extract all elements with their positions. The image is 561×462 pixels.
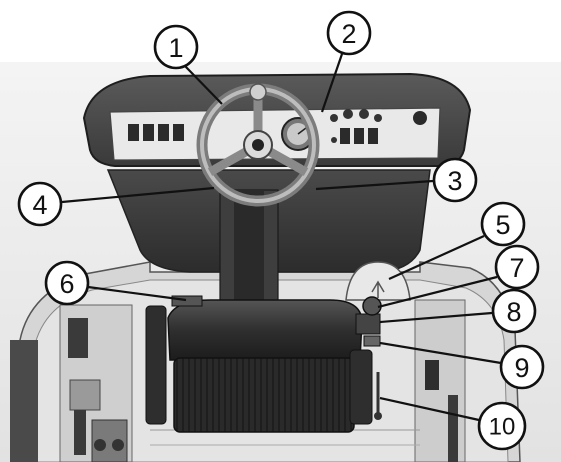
leader-10 xyxy=(379,396,480,422)
leader-4 xyxy=(61,186,215,204)
callout-7-label: 7 xyxy=(509,253,524,283)
leader-2 xyxy=(320,53,344,113)
control-lever xyxy=(355,296,382,420)
steering-column-shroud xyxy=(106,169,431,311)
leader-7 xyxy=(377,275,498,309)
armrests xyxy=(145,305,373,425)
callout-10-label: 10 xyxy=(489,414,516,441)
right-control-bank xyxy=(330,109,382,144)
callout-10: 10 xyxy=(477,401,527,451)
leader-lines xyxy=(61,53,502,422)
leader-3 xyxy=(315,179,434,191)
callout-1: 1 xyxy=(153,24,199,70)
leader-8 xyxy=(379,311,493,324)
steering-wheel xyxy=(196,83,320,207)
leader-9 xyxy=(379,341,502,365)
callout-7: 7 xyxy=(494,244,540,290)
callout-4-label: 4 xyxy=(32,190,47,220)
leader-1 xyxy=(184,65,223,105)
callout-5: 5 xyxy=(480,201,526,247)
callout-8-label: 8 xyxy=(506,297,521,327)
callout-9-label: 9 xyxy=(514,353,529,383)
dashboard xyxy=(82,72,472,167)
left-switch-bank xyxy=(128,124,184,141)
callout-8: 8 xyxy=(491,288,537,334)
callout-6-label: 6 xyxy=(59,269,74,299)
leader-6 xyxy=(87,285,187,302)
callout-4: 4 xyxy=(17,181,63,227)
callout-6: 6 xyxy=(44,260,90,306)
callout-2-label: 2 xyxy=(341,19,356,49)
callout-2: 2 xyxy=(326,10,372,56)
leader-5 xyxy=(388,234,485,281)
left-bracket xyxy=(171,295,203,307)
callout-1-label: 1 xyxy=(168,33,183,63)
protective-cover xyxy=(345,261,411,301)
callout-3: 3 xyxy=(432,157,478,203)
operator-seat xyxy=(167,299,363,433)
callout-3-label: 3 xyxy=(447,166,462,196)
callout-5-label: 5 xyxy=(495,210,510,240)
callout-9: 9 xyxy=(499,344,545,390)
